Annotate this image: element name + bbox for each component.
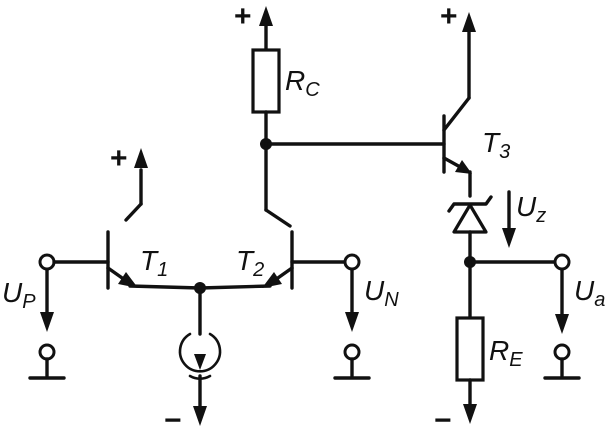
current-source: [178, 286, 222, 426]
t2-label: T2: [236, 245, 264, 281]
re-label: RE: [489, 335, 523, 371]
input-p-terminal: [38, 253, 56, 271]
minus-sign-re: −: [434, 404, 452, 434]
resistor-rc: [251, 48, 281, 146]
un-voltage-arrow: [345, 268, 359, 332]
un-label: UN: [364, 275, 399, 311]
rc-label: RC: [285, 65, 320, 101]
uz-label: Uz: [516, 191, 546, 227]
supply-plus-t1: +: [110, 142, 148, 222]
t3-label: T3: [482, 127, 510, 163]
resistor-re: [455, 260, 485, 424]
ua-label: Ua: [574, 275, 605, 311]
t1-label: T1: [140, 245, 168, 281]
transistor-t2: [198, 230, 294, 290]
uz-voltage-arrow: [502, 190, 516, 248]
ua-voltage-arrow: [555, 268, 569, 334]
plus-sign-t3: +: [440, 0, 458, 33]
input-n-terminal: [343, 253, 361, 271]
transistor-t3: [442, 96, 472, 198]
output-terminal: [553, 253, 571, 271]
transistor-t1: [106, 230, 202, 290]
minus-sign-source: −: [164, 404, 182, 434]
supply-plus-rc: +: [234, 0, 273, 52]
output-ground-terminal: [553, 343, 571, 361]
input-p-ground-terminal: [38, 343, 56, 361]
up-voltage-arrow: [40, 268, 54, 332]
supply-plus-t3: +: [440, 0, 476, 100]
plus-sign-rc: +: [234, 0, 252, 33]
plus-sign-t1: +: [110, 142, 128, 175]
t2-collector-lead: [264, 208, 292, 228]
input-n-ground-terminal: [343, 343, 361, 361]
up-label: UP: [2, 277, 36, 313]
zener-diode: [447, 195, 493, 264]
